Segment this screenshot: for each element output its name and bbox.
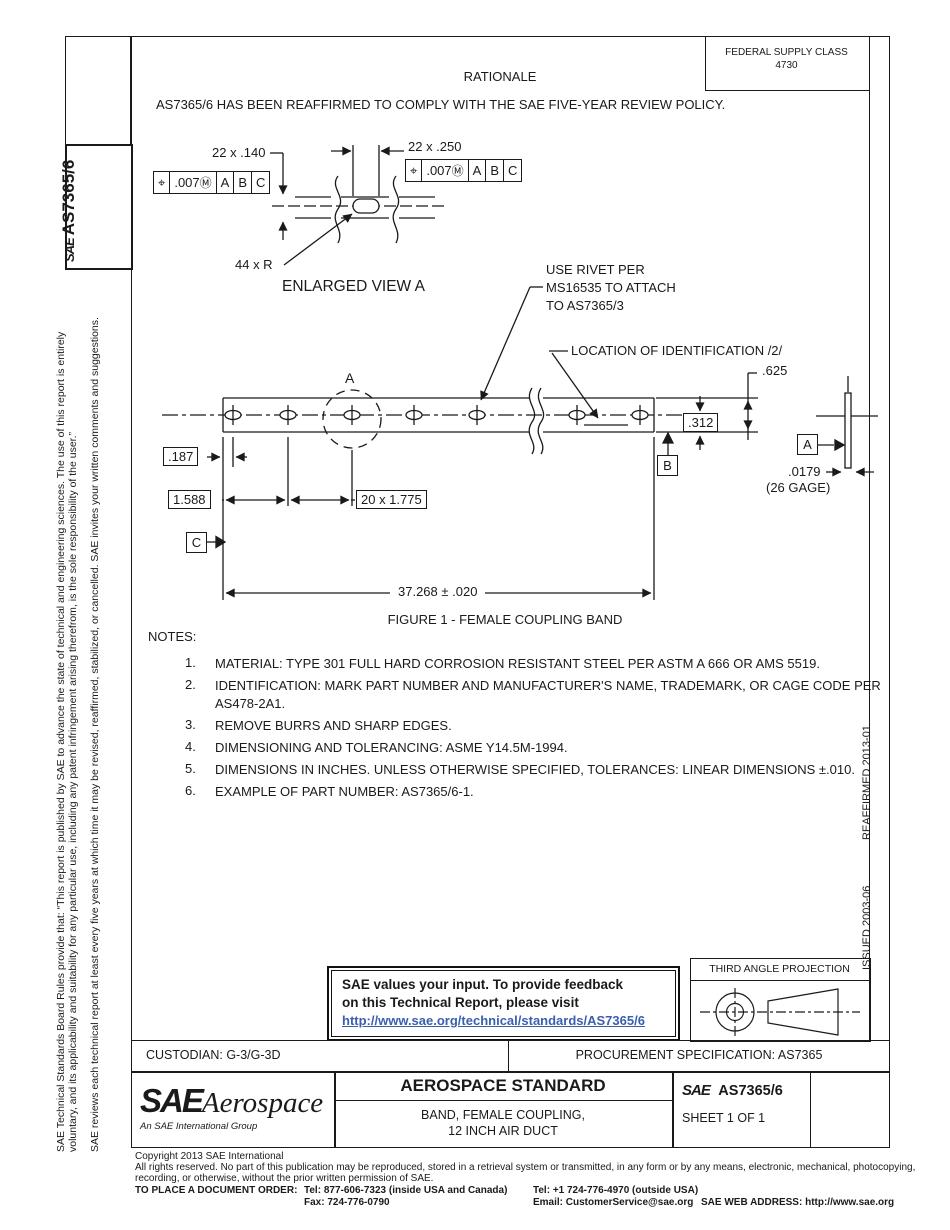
- feedback-line1: SAE values your input. To provide feedba…: [342, 977, 624, 992]
- dim-187-label: .187: [163, 447, 199, 466]
- band-figure-lines: [162, 286, 878, 600]
- doc-code-cell: [65, 144, 133, 270]
- dim-312-label: .312: [683, 413, 719, 432]
- datum-c-box: C: [186, 532, 207, 553]
- doc-type-underline: [334, 1100, 672, 1102]
- fcf-datum-c: C: [251, 172, 269, 193]
- note-text: DIMENSIONS IN INCHES. UNLESS OTHERWISE S…: [215, 762, 855, 777]
- fax-number: Fax: 724-776-0790: [304, 1197, 390, 1208]
- identification-note: LOCATION OF IDENTIFICATION /2/: [571, 343, 783, 358]
- note-number: 4.: [185, 739, 196, 754]
- note-text: REMOVE BURRS AND SHARP EDGES.: [215, 718, 452, 733]
- position-symbol-icon: ⌖: [410, 163, 418, 178]
- logo-cell-divider: [334, 1071, 336, 1148]
- thickness-label: .0179: [788, 464, 821, 479]
- note-number: 6.: [185, 783, 196, 798]
- rivet-note-line3: TO AS7365/3: [546, 298, 624, 313]
- notes-title: NOTES:: [148, 629, 197, 644]
- third-angle-symbol: [700, 988, 860, 1036]
- federal-supply-class-box: [705, 36, 870, 91]
- rationale-body: AS7365/6 HAS BEEN REAFFIRMED TO COMPLY W…: [156, 97, 726, 112]
- note-text: MATERIAL: TYPE 301 FULL HARD CORROSION R…: [215, 656, 820, 671]
- sae-aerospace-logo: SAEAerospace An SAE International Group: [140, 1082, 332, 1132]
- main-frame: [131, 36, 890, 1148]
- email-address: Email: CustomerService@sae.org: [533, 1197, 694, 1208]
- aerospace-logo-text: Aerospace: [201, 1087, 324, 1119]
- sae-logo-small: SAE: [682, 1082, 711, 1099]
- third-angle-projection-label: THIRD ANGLE PROJECTION: [709, 963, 850, 975]
- procurement-spec-label: PROCUREMENT SPECIFICATION: AS7365: [575, 1048, 823, 1062]
- dim-1588-label: 1.588: [168, 490, 211, 509]
- copyright-line: Copyright 2013 SAE International: [135, 1151, 284, 1162]
- dim-625-label: .625: [762, 363, 788, 378]
- band-slots: [224, 405, 649, 425]
- doc-number: AS7365/6: [718, 1083, 783, 1099]
- detail-a-label: A: [345, 370, 355, 386]
- dim-slot-height-label: 22 x .140: [212, 145, 266, 160]
- fcf-datum-b: B: [233, 172, 251, 193]
- dim-pitch-label: 20 x 1.775: [356, 490, 427, 509]
- position-symbol-icon: ⌖: [158, 175, 166, 190]
- dim-length-label: 37.268 ± .020: [390, 584, 486, 600]
- rights-line1: All rights reserved. No part of this pub…: [135, 1162, 916, 1173]
- fcf-slot-height: ⌖ .007Ⓜ A B C: [153, 171, 271, 194]
- note-number: 2.: [185, 677, 196, 692]
- titleblock-row-top: [131, 1071, 890, 1073]
- note-text: IDENTIFICATION: MARK PART NUMBER AND MAN…: [215, 678, 881, 693]
- sheet-cell-divider: [810, 1071, 812, 1148]
- feedback-line2: on this Technical Report, please visit: [342, 995, 579, 1010]
- mmc-modifier-icon: Ⓜ: [199, 176, 212, 190]
- note-number: 5.: [185, 761, 196, 776]
- note-text: EXAMPLE OF PART NUMBER: AS7365/6-1.: [215, 784, 474, 799]
- web-address: SAE WEB ADDRESS: http://www.sae.org: [701, 1197, 895, 1208]
- fcf-datum-a: A: [215, 172, 234, 193]
- enlarged-view-lines: [270, 145, 448, 266]
- enlarged-view-title: ENLARGED VIEW A: [282, 278, 425, 295]
- dim-slot-length-label: 22 x .250: [408, 139, 462, 154]
- part-title-line1: BAND, FEMALE COUPLING,: [421, 1108, 585, 1122]
- fcf-slot-length: ⌖ .007Ⓜ A B C: [405, 159, 523, 182]
- sae-logo-text: SAE: [140, 1082, 204, 1119]
- mmc-modifier-icon: Ⓜ: [451, 164, 464, 178]
- federal-supply-class-value: 4730: [775, 60, 798, 71]
- note-text: DIMENSIONING AND TOLERANCING: ASME Y14.5…: [215, 740, 568, 755]
- figure-caption: FIGURE 1 - FEMALE COUPLING BAND: [387, 612, 623, 627]
- note-text-continued: AS478-2A1.: [215, 696, 286, 711]
- tel-outside: Tel: +1 724-776-4970 (outside USA): [533, 1185, 699, 1196]
- third-angle-projection-box: [690, 958, 871, 1042]
- note-number: 1.: [185, 655, 196, 670]
- projection-label-divider: [690, 980, 869, 982]
- rationale-title: RATIONALE: [463, 69, 537, 84]
- rights-line2: recording, or otherwise, without the pri…: [135, 1173, 434, 1184]
- custodian-divider: [508, 1040, 510, 1071]
- center-cell-divider: [672, 1071, 674, 1148]
- feedback-link[interactable]: http://www.sae.org/technical/standards/A…: [342, 1013, 645, 1028]
- note-number: 3.: [185, 717, 196, 732]
- part-title-line2: 12 INCH AIR DUCT: [448, 1124, 558, 1138]
- fcf-datum-c: C: [503, 160, 521, 181]
- doc-number-cell: SAE AS7365/6 SHEET 1 OF 1: [682, 1082, 783, 1125]
- fcf-tolerance: .007: [426, 163, 452, 178]
- sheet-label: SHEET 1 OF 1: [682, 1111, 766, 1125]
- custodian-label: CUSTODIAN: G-3/G-3D: [146, 1048, 281, 1062]
- doc-type-title: AEROSPACE STANDARD: [400, 1076, 606, 1095]
- federal-supply-class-label: FEDERAL SUPPLY CLASS: [725, 47, 848, 58]
- radius-note-label: 44 x R: [235, 257, 273, 272]
- order-label: TO PLACE A DOCUMENT ORDER:: [135, 1185, 298, 1196]
- fcf-tolerance: .007: [174, 175, 200, 190]
- fcf-datum-b: B: [485, 160, 503, 181]
- rivet-note-line1: USE RIVET PER: [546, 262, 645, 277]
- rivet-note-line2: MS16535 TO ATTACH: [546, 280, 676, 295]
- tel-inside: Tel: 877-606-7323 (inside USA and Canada…: [304, 1185, 508, 1196]
- fcf-datum-a: A: [467, 160, 486, 181]
- feedback-box: SAE values your input. To provide feedba…: [327, 966, 680, 1041]
- right-inner-border: [869, 36, 871, 1040]
- gage-label: (26 GAGE): [766, 480, 831, 495]
- custodian-row-top: [131, 1040, 890, 1042]
- datum-a-box: A: [797, 434, 818, 455]
- logo-tagline: An SAE International Group: [140, 1121, 258, 1132]
- datum-b-box: B: [657, 455, 678, 476]
